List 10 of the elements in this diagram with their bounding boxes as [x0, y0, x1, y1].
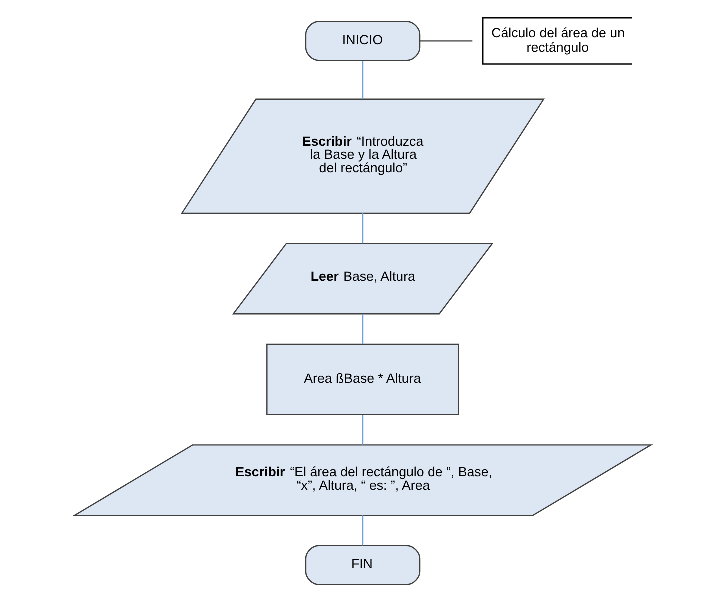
node-text: Cálculo del área de un rectángulo: [492, 25, 625, 55]
node-box: Area ßBase * Altura: [266, 344, 460, 416]
connector: [420, 40, 473, 42]
connector: [362, 415, 364, 445]
connector: [362, 61, 364, 100]
connector: [362, 516, 364, 546]
node-box: INICIO: [305, 21, 421, 62]
connector: [362, 314, 364, 344]
connector: [362, 213, 364, 244]
node-box: FIN: [305, 545, 421, 586]
